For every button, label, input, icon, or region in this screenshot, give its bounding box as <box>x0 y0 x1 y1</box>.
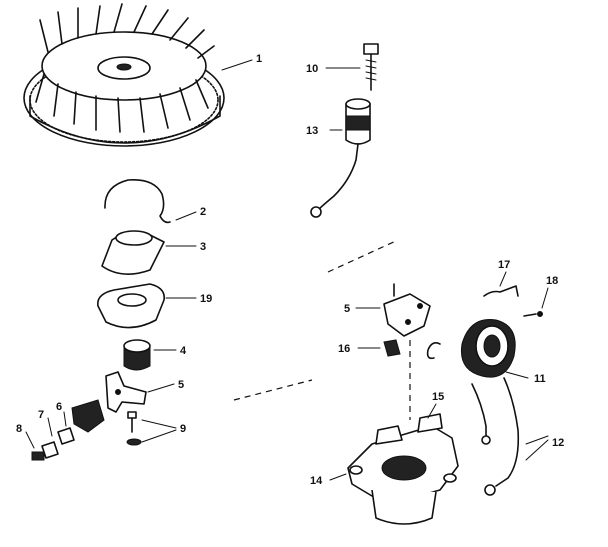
bushing <box>123 339 177 371</box>
label-13: 13 <box>306 125 318 137</box>
assembly-lines <box>233 239 411 420</box>
clip-16 <box>357 339 401 357</box>
label-6: 6 <box>56 401 62 413</box>
coil <box>426 319 529 379</box>
plate-washer <box>97 283 197 329</box>
label-16: 16 <box>338 343 350 355</box>
label-11: 11 <box>534 373 546 385</box>
label-5a: 5 <box>178 379 184 391</box>
label-1: 1 <box>256 53 262 65</box>
label-10: 10 <box>306 63 318 75</box>
lead-wire <box>310 98 371 218</box>
label-14: 14 <box>310 475 323 487</box>
label-3: 3 <box>200 241 206 253</box>
label-8: 8 <box>16 423 22 435</box>
breaker-arm <box>105 371 175 413</box>
mounting-base <box>329 403 459 525</box>
spring-17 <box>483 271 519 297</box>
screw-10 <box>325 43 379 91</box>
screw-18 <box>523 287 549 317</box>
label-17: 17 <box>498 259 510 271</box>
label-19: 19 <box>200 293 212 305</box>
leads <box>471 377 549 496</box>
label-18: 18 <box>546 275 558 287</box>
label-12: 12 <box>552 437 564 449</box>
label-4: 4 <box>180 345 187 357</box>
label-15: 15 <box>432 391 444 403</box>
bracket <box>355 283 431 337</box>
label-5b: 5 <box>344 303 350 315</box>
cup-washer <box>101 230 197 275</box>
label-2: 2 <box>200 206 206 218</box>
point-set <box>25 399 105 461</box>
spring-clip <box>104 178 197 224</box>
screws <box>126 411 177 446</box>
flywheel <box>23 3 253 147</box>
label-7: 7 <box>38 409 44 421</box>
label-9: 9 <box>180 423 186 435</box>
